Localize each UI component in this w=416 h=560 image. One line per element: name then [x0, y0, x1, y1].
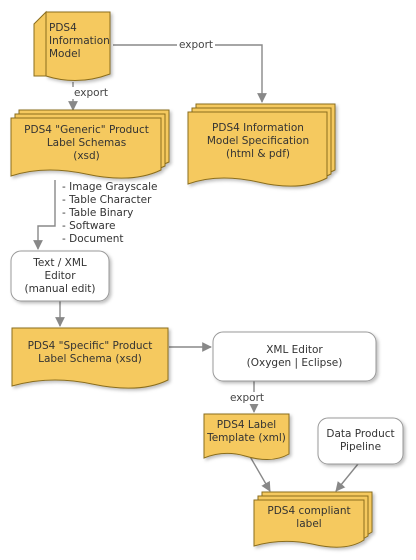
compliant-label-shape	[253, 491, 373, 548]
edge-template-to-compliant	[247, 452, 271, 492]
label-template-shape	[203, 413, 290, 460]
xml-editor-label: XML Editor (Oxygen | Eclipse)	[246, 344, 343, 369]
specific-schema-shape	[11, 327, 169, 389]
generic-schemas-label: PDS4 "Generic" Product Label Schemas (xs…	[24, 124, 149, 162]
text-xml-editor-shape	[10, 250, 110, 302]
export-label-template: export	[228, 392, 267, 404]
export-label-schemas: export	[72, 87, 111, 99]
model-spec-label: PDS4 Information Model Specification (ht…	[206, 122, 310, 160]
compliant-label-label: PDS4 compliant label	[267, 505, 351, 530]
edge-pipeline-to-compliant	[335, 463, 359, 492]
info-model-label: PDS4 Information Model	[49, 22, 110, 60]
info-model-shape	[45, 11, 111, 82]
info-model-notch	[33, 10, 47, 77]
schema-type-item: - Table Character	[62, 194, 152, 206]
schema-type-item: - Table Binary	[62, 207, 134, 219]
generic-schemas-shape	[10, 109, 170, 179]
specific-schema-label: PDS4 "Specific" Product Label Schema (xs…	[27, 340, 153, 365]
data-pipeline-label: Data Product Pipeline	[326, 428, 395, 453]
model-spec-shape	[187, 103, 336, 187]
schema-types-list: - Image Grayscale - Table Character - Ta…	[62, 181, 158, 246]
export-label-spec: export	[177, 39, 216, 51]
data-pipeline-shape	[317, 417, 404, 465]
label-template-label: PDS4 Label Template (xml)	[207, 419, 286, 444]
edge-schemas-to-text-editor	[33, 180, 56, 250]
xml-editor-shape	[212, 331, 377, 382]
schema-type-item: - Image Grayscale	[62, 181, 158, 193]
edge-info-model-to-spec	[113, 44, 267, 103]
schema-type-item: - Document	[62, 233, 124, 245]
text-xml-editor-label: Text / XML Editor (manual edit)	[24, 257, 96, 295]
schema-type-item: - Software	[62, 220, 116, 232]
